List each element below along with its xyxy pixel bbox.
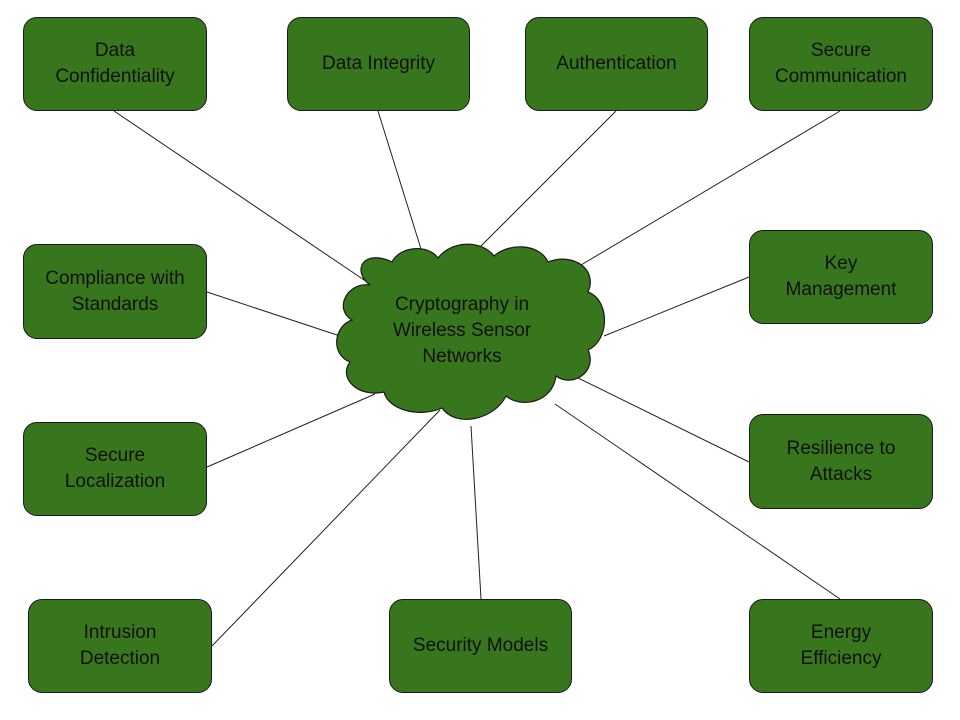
edge-energy-efficiency — [554, 403, 841, 600]
edge-secure-localization — [206, 393, 376, 468]
node-label: Compliance with Standards — [45, 267, 185, 315]
node-energy-efficiency[interactable]: Energy Efficiency — [749, 599, 933, 693]
edge-secure-communication — [575, 110, 841, 269]
node-label: Secure Localization — [64, 445, 166, 492]
edge-data-confidentiality — [113, 110, 371, 285]
center-label-line-1: Cryptography in — [394, 294, 530, 315]
edge-resilience-to-attacks — [569, 373, 750, 463]
node-security-models[interactable]: Security Models — [389, 599, 572, 693]
node-authentication[interactable]: Authentication — [525, 17, 708, 111]
node-secure-communication[interactable]: Secure Communication — [749, 17, 933, 111]
node-compliance-with-standards[interactable]: Compliance with Standards — [23, 244, 207, 339]
node-label: Data Confidentiality — [55, 40, 175, 87]
edge-compliance-with-standards — [206, 291, 341, 337]
node-label: Intrusion Detection — [79, 622, 161, 669]
node-label: Key Management — [785, 253, 897, 300]
node-label: Data Integrity — [322, 53, 435, 74]
edge-security-models — [470, 425, 482, 600]
edge-authentication — [471, 110, 617, 256]
node-label: Energy Efficiency — [800, 622, 882, 669]
node-resilience-to-attacks[interactable]: Resilience to Attacks — [749, 414, 933, 509]
edge-key-management — [603, 276, 750, 337]
node-key-management[interactable]: Key Management — [749, 230, 933, 324]
node-secure-localization[interactable]: Secure Localization — [23, 422, 207, 516]
center-cloud-label: Cryptography in Wireless Sensor Networks — [362, 292, 562, 370]
node-label: Security Models — [412, 635, 549, 656]
center-label-line-2: Wireless Sensor — [392, 320, 532, 341]
edge-intrusion-detection — [211, 409, 441, 647]
node-label: Authentication — [556, 53, 677, 74]
node-label: Resilience to Attacks — [786, 437, 896, 485]
center-cloud[interactable] — [336, 243, 606, 420]
node-label: Secure Communication — [775, 40, 907, 87]
node-data-confidentiality[interactable]: Data Confidentiality — [23, 17, 207, 111]
center-label-line-3: Networks — [422, 346, 502, 367]
node-data-integrity[interactable]: Data Integrity — [287, 17, 470, 111]
edge-data-integrity — [377, 110, 427, 266]
node-intrusion-detection[interactable]: Intrusion Detection — [28, 599, 212, 693]
